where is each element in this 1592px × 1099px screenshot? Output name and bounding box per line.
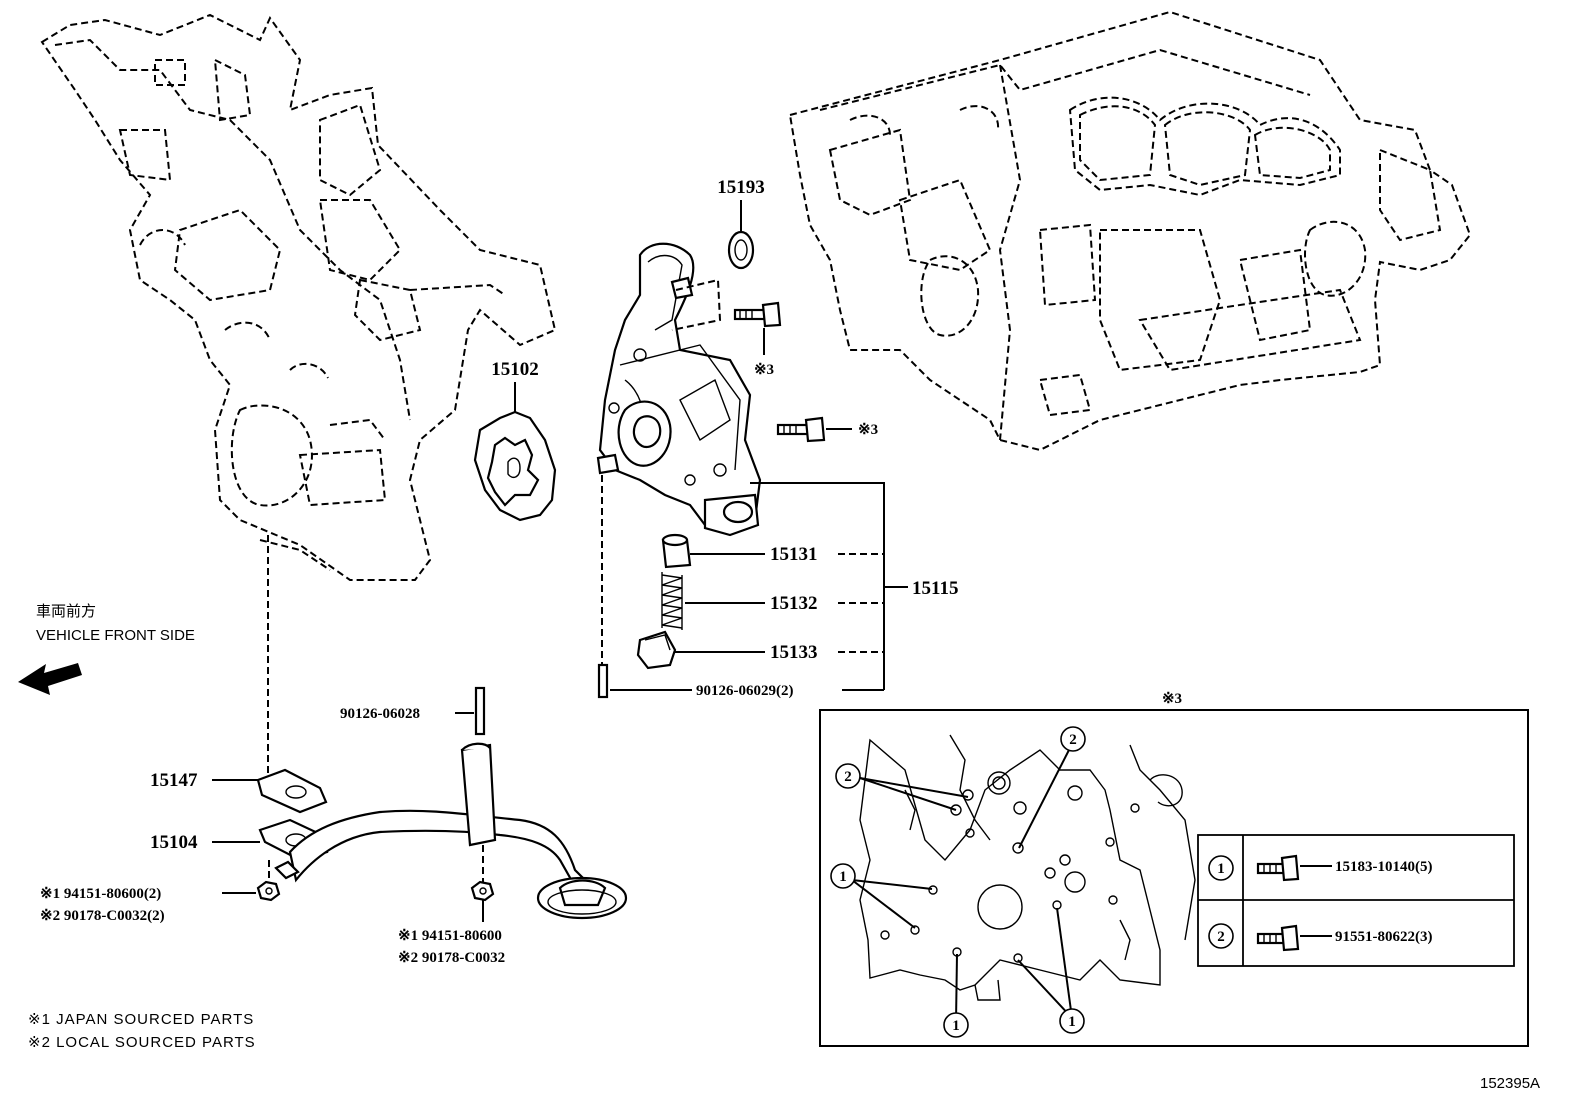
callout-circle-1-b [943,1012,969,1038]
label-15132: 15132 [770,593,818,614]
oil-strainer-15104 [258,742,628,920]
label-detail-ref3: ※3 [1162,691,1182,707]
detail-box-ref3: 2 2 1 1 1 1 2 [819,709,1529,1047]
bolt-1-icon [1256,854,1300,882]
callout-1-b: 1 [952,1018,960,1034]
bolt-table: 1 2 15183-10140(5) 91551-80622(3) [1197,834,1515,967]
label-15133: 15133 [770,642,818,663]
callout-2-b: 2 [1069,732,1077,748]
callout-circle-2-b [1060,726,1086,752]
figure-id: 152395A [1480,1075,1540,1092]
label-ref3-upper: ※3 [754,362,774,378]
bolt-table-num-2: 2 [1217,929,1225,945]
nut-left-icon [256,880,281,902]
label-center-nut-local: ※2 90178-C0032 [398,950,505,966]
label-15104: 15104 [150,832,198,853]
oil-pump-rotor-15102 [473,410,557,522]
label-front-jp: 車両前方 [36,603,96,620]
bolt-2-icon [1256,924,1300,952]
timing-cover-outline [40,13,557,581]
cylinder-block-outline [788,10,1472,452]
label-15131: 15131 [770,544,818,565]
bolt-upper-icon [733,301,782,328]
callout-circle-1-a [830,863,856,889]
label-front-en: VEHICLE FRONT SIDE [36,627,195,644]
oil-pump-housing [596,242,762,537]
legend-japan-sourced: ※1 JAPAN SOURCED PARTS [28,1011,254,1028]
oil-seal-15193 [727,230,755,270]
label-15147: 15147 [150,770,198,791]
callout-circle-1-c [1059,1008,1085,1034]
callout-1-a: 1 [839,869,847,885]
relief-valve-plug-15133 [636,630,677,670]
label-90126-06029: 90126-06029(2) [696,683,794,699]
relief-valve-spring-15132 [661,572,683,630]
legend-local-sourced: ※2 LOCAL SOURCED PARTS [28,1034,256,1051]
vehicle-front-arrow-icon [18,663,82,695]
stud-pin-90126-06029 [597,663,609,699]
label-left-nut-local: ※2 90178-C0032(2) [40,908,165,924]
label-center-nut-japan: ※1 94151-80600 [398,928,502,944]
label-15115: 15115 [912,578,958,599]
label-15193: 15193 [717,177,765,198]
callout-1-c: 1 [1068,1014,1076,1030]
relief-valve-plunger-15131 [661,533,692,569]
nut-center-icon [470,880,495,902]
bolt-table-num-1: 1 [1217,861,1225,877]
bolt-table-part-1: 15183-10140(5) [1335,859,1433,875]
gasket-15147 [256,768,328,814]
label-15102: 15102 [491,359,539,380]
label-left-nut-japan: ※1 94151-80600(2) [40,886,161,902]
callout-circle-2-a [835,763,861,789]
label-ref3-middle: ※3 [858,422,878,438]
callout-2-a: 2 [844,769,852,785]
bolt-middle-icon [776,416,826,443]
bolt-table-part-2: 91551-80622(3) [1335,929,1433,945]
stud-90126-06028 [474,686,486,736]
label-90126-06028: 90126-06028 [340,706,420,722]
